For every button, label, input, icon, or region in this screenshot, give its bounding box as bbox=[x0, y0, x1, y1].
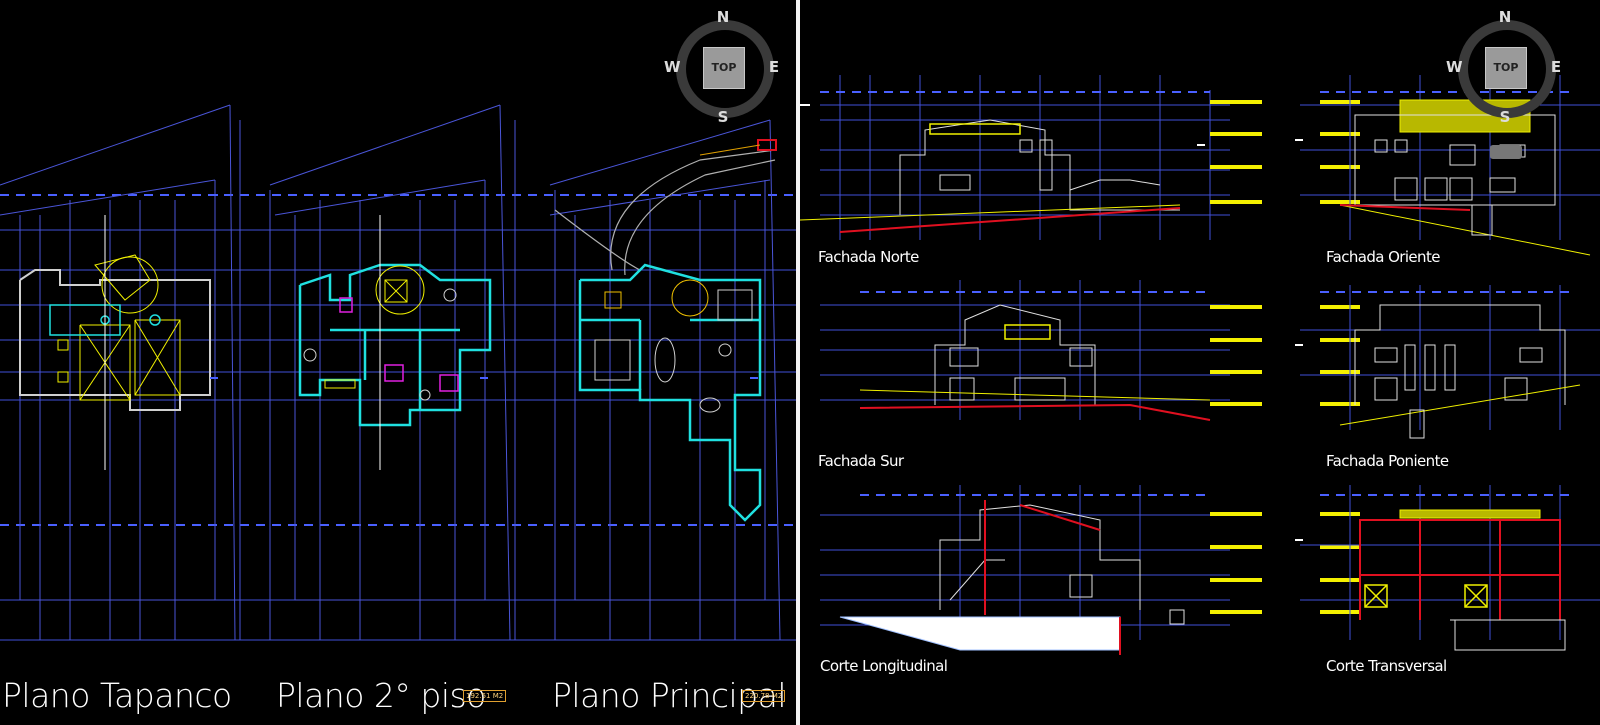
compass-south-label[interactable]: S bbox=[1499, 108, 1511, 126]
viewport-floor-plans[interactable]: TOP N S W E Plano Tapanco Plano 2° piso … bbox=[0, 0, 796, 725]
plan-principal bbox=[549, 119, 781, 641]
compass-north-label[interactable]: N bbox=[1498, 8, 1512, 26]
compass-north-label[interactable]: N bbox=[716, 8, 730, 26]
plan-title-tapanco: Plano Tapanco bbox=[2, 676, 232, 715]
plan-tapanco bbox=[0, 104, 241, 641]
level-markers bbox=[1210, 100, 1360, 614]
elevation-title-fachada-norte: Fachada Norte bbox=[818, 248, 919, 266]
plan-title-segundo-piso: Plano 2° piso bbox=[276, 676, 486, 715]
elevation-title-fachada-oriente: Fachada Oriente bbox=[1326, 248, 1440, 266]
view-cube-home-button[interactable] bbox=[1490, 145, 1522, 159]
view-cube-compass-right[interactable]: TOP N S W E bbox=[1446, 8, 1561, 126]
compass-south-label[interactable]: S bbox=[717, 108, 729, 126]
viewport-divider[interactable] bbox=[796, 0, 800, 725]
elevation-title-fachada-poniente: Fachada Poniente bbox=[1326, 452, 1449, 470]
compass-west-label[interactable]: W bbox=[664, 58, 681, 76]
area-badge-principal: 220.78 M2 bbox=[742, 690, 786, 702]
elevations-right-column bbox=[1300, 75, 1600, 651]
floor-plans-drawing[interactable] bbox=[0, 0, 796, 725]
plan-title-principal: Plano Principal bbox=[552, 676, 787, 715]
view-cube-top-face[interactable]: TOP bbox=[703, 47, 745, 89]
compass-ring[interactable] bbox=[1458, 20, 1556, 118]
compass-east-label[interactable]: E bbox=[1550, 58, 1562, 76]
section-title-corte-transversal: Corte Transversal bbox=[1326, 657, 1447, 675]
view-cube-top-face[interactable]: TOP bbox=[1485, 47, 1527, 89]
compass-ring[interactable] bbox=[676, 20, 774, 118]
elevations-left-column bbox=[800, 75, 1230, 655]
elevation-title-fachada-sur: Fachada Sur bbox=[818, 452, 904, 470]
area-badge-segundo-piso: 192.51 M2 bbox=[463, 690, 507, 702]
view-cube-compass-left[interactable]: TOP N S W E bbox=[664, 8, 779, 126]
viewport-elevations[interactable]: TOP N S W E Fachada Norte Fachada Orient… bbox=[800, 0, 1600, 725]
compass-west-label[interactable]: W bbox=[1446, 58, 1463, 76]
compass-east-label[interactable]: E bbox=[768, 58, 780, 76]
plan-segundo-piso bbox=[269, 104, 516, 641]
section-title-corte-longitudinal: Corte Longitudinal bbox=[820, 657, 948, 675]
elevations-drawing[interactable] bbox=[800, 0, 1600, 725]
